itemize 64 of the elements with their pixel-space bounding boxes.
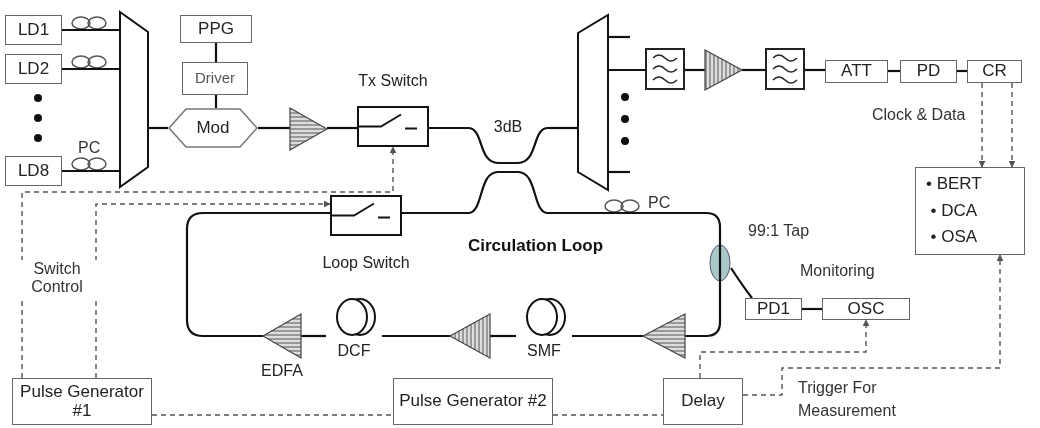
connector-line — [258, 126, 290, 130]
connector-line — [62, 67, 120, 71]
coupler-label: 3dB — [492, 118, 524, 136]
text-label: Circulation Loop — [468, 236, 604, 256]
device-box: Delay — [663, 378, 743, 425]
instrument-box — [915, 167, 1025, 255]
arrow — [978, 82, 986, 168]
device-box: LD2 — [5, 54, 62, 84]
connector-line — [608, 68, 645, 72]
arrow — [95, 200, 331, 379]
modulator-label: Mod — [195, 118, 231, 138]
connector-line — [148, 126, 168, 130]
connector-line — [957, 69, 967, 73]
connector-line — [327, 126, 357, 130]
connector-line — [301, 334, 326, 338]
list-item: • DCA — [929, 199, 979, 222]
list-item: • OSA — [929, 226, 979, 249]
amplifier-label: EDFA — [260, 362, 304, 380]
device-box: LD1 — [5, 15, 62, 45]
connector-line — [742, 68, 765, 72]
device-box: PD — [900, 60, 957, 83]
switch-label: Tx Switch — [357, 72, 429, 90]
connector-line — [185, 211, 330, 338]
device-box: PPG — [180, 15, 252, 43]
device-box: Pulse Generator #1 — [12, 378, 152, 425]
connector-line — [62, 28, 120, 32]
device-box: CR — [967, 60, 1022, 83]
connector-line — [572, 334, 643, 338]
arrow — [21, 146, 397, 379]
connector-line — [382, 334, 450, 338]
spool-label: DCF — [336, 342, 372, 360]
connector-line — [62, 169, 120, 173]
arrow — [699, 319, 870, 379]
connector-line — [490, 334, 516, 338]
arrow — [742, 254, 1004, 396]
connector-line — [214, 43, 218, 62]
text-label: Monitoring — [800, 262, 875, 281]
device-box: OSC — [822, 298, 910, 320]
list-item: • BERT — [926, 173, 982, 196]
spool-label: SMF — [526, 342, 562, 360]
connector-line — [685, 68, 705, 72]
arrow — [1008, 82, 1016, 168]
device-box: PD1 — [745, 298, 802, 320]
connector-line — [888, 69, 900, 73]
connector-line — [730, 267, 753, 299]
switch-label: Loop Switch — [321, 254, 411, 272]
connector-line — [805, 68, 825, 72]
device-box: Pulse Generator #2 — [393, 378, 553, 425]
connector-line — [802, 307, 822, 311]
connector-line — [548, 211, 722, 244]
device-box: ATT — [825, 60, 888, 83]
device-box: LD8 — [5, 156, 62, 186]
connector-line — [685, 282, 722, 338]
connector-line — [214, 95, 218, 108]
connector-line — [151, 414, 394, 416]
text-label: Clock & Data — [872, 106, 966, 125]
connector-line — [429, 126, 468, 130]
connector-line — [402, 211, 468, 215]
text-label: PC — [648, 194, 671, 213]
text-label: PC — [78, 139, 101, 158]
device-box: Driver — [182, 62, 248, 95]
connector-line — [548, 126, 578, 130]
component-label: 99:1 Tap — [748, 222, 810, 241]
connector-line — [552, 414, 664, 416]
